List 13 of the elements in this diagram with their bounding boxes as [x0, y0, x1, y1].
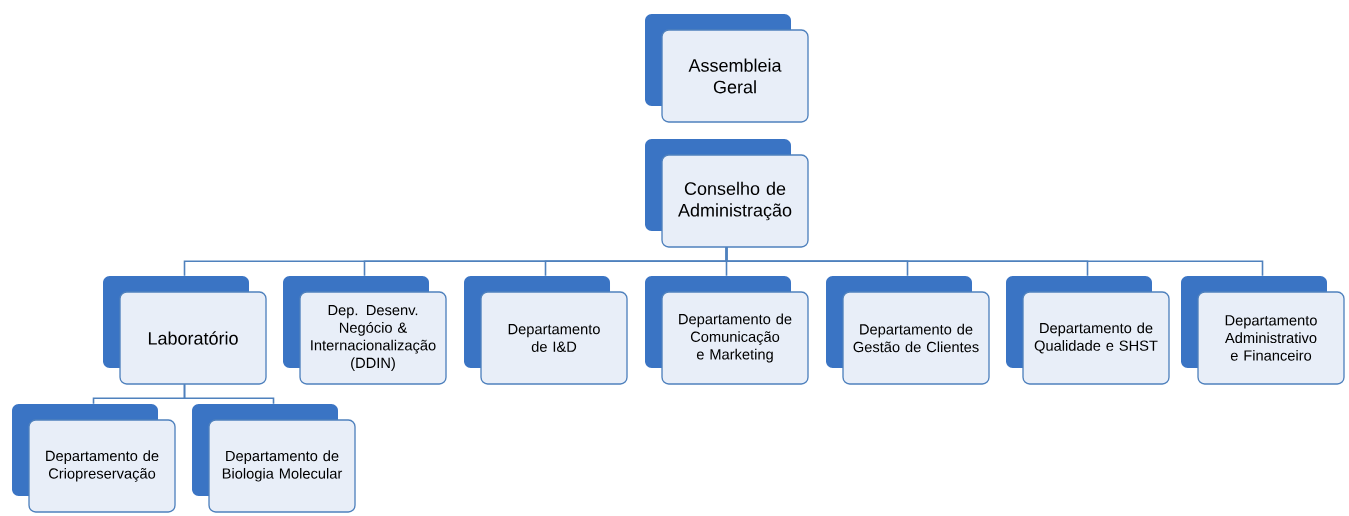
org-box: Departamento de Qualidade e SHST: [1006, 276, 1170, 385]
org-box: Departamento de Criopreservação: [12, 404, 176, 513]
org-box: Departamento de Comunicação e Marketing: [645, 276, 809, 385]
org-box: Departamento de I&D: [464, 276, 628, 385]
org-box: Departamento de Gestão de Clientes: [826, 276, 990, 385]
org-box: Dep. Desenv. Negócio & Internacionalização (DDIN): [283, 276, 447, 385]
connector-line: [725, 246, 1264, 277]
connector-line: [183, 383, 275, 405]
org-box: Departamento de Biologia Molecular: [192, 404, 356, 513]
org-box: Departamento Administrativo e Financeiro: [1181, 276, 1345, 385]
org-box: Assembleia Geral: [645, 14, 809, 123]
org-box: Conselho de Administração: [645, 139, 809, 248]
org-box: Laboratório: [103, 276, 267, 385]
